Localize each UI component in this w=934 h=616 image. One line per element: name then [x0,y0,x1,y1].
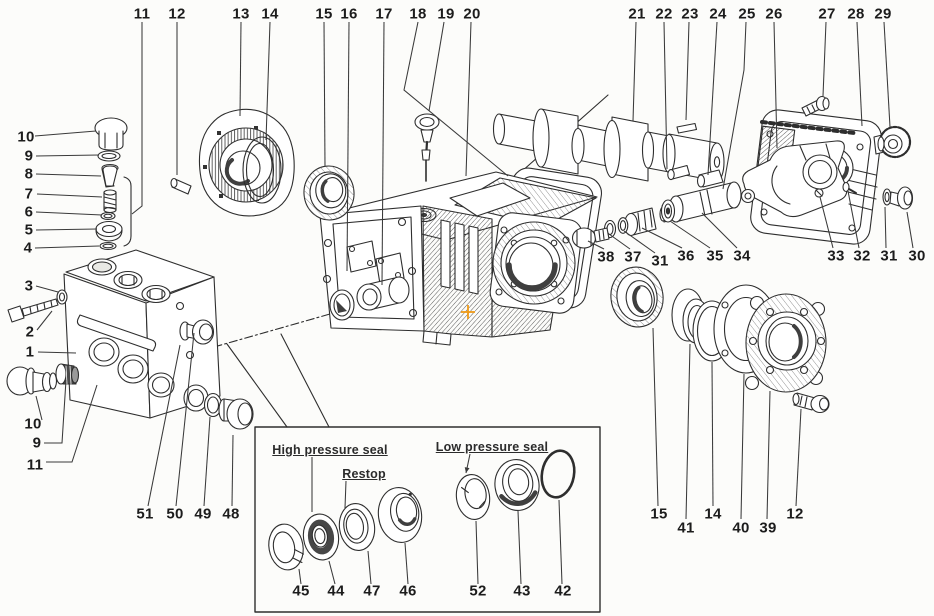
bell-housing [198,108,295,217]
split-ring-45 [268,523,305,571]
front-bearing [303,165,355,221]
crankcase [319,171,598,346]
cover-stud [882,186,914,210]
knurled-fitting [55,363,80,385]
lp-seal-43 [494,459,540,511]
leader-lines [34,21,914,585]
cover-bolt [801,95,830,117]
dipstick [414,113,440,182]
pump-flange-39 [744,293,827,393]
inset-box [254,426,601,613]
drain-plug [6,366,58,396]
small-pin [667,164,691,181]
pump-head-block [63,249,221,419]
dowel-pin [170,177,192,195]
lower-bearing [610,266,664,328]
valve-kit-stack [94,117,132,251]
crosshead-bracket [740,140,848,218]
cover-screw [814,181,857,198]
plug-48 [218,398,254,430]
plunger-packing-row [571,169,742,249]
lp-ring-52 [455,474,491,520]
hp-seal-44 [302,513,340,561]
guide-cup-46 [377,487,423,543]
stud-bolt [7,289,68,323]
restop-ring-47 [338,503,376,551]
o-ring-42 [540,449,576,499]
shaft-key [676,122,698,134]
flange-bolt-12 [792,392,830,414]
oil-cap-knob [873,125,912,159]
